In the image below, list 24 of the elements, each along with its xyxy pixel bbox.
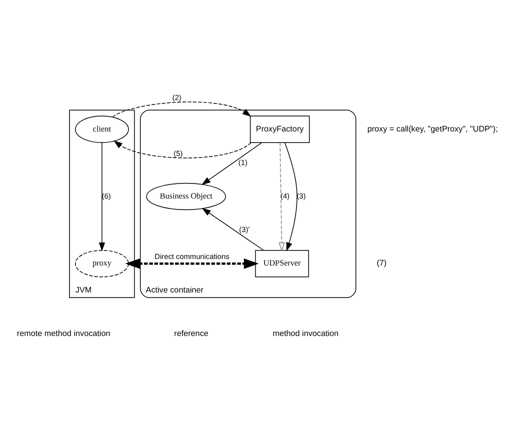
- arrow: [112, 102, 252, 118]
- edge-label: (1): [238, 158, 248, 167]
- edge-label: (2): [172, 92, 182, 102]
- legend-label: remote method invocation: [16, 328, 110, 338]
- node-ellipse: Business Object: [146, 182, 226, 210]
- node-ellipse: proxy: [75, 250, 129, 278]
- arrow: [278, 142, 285, 252]
- node-ellipse: client: [75, 116, 129, 143]
- node-box: ProxyFactory: [250, 116, 310, 143]
- legend-label: reference: [174, 328, 208, 338]
- arrow: [202, 208, 264, 251]
- edge-label: (4): [280, 191, 290, 200]
- label: proxy = call(key, "getProxy", "UDP");: [367, 124, 498, 134]
- legend-label: method invocation: [272, 328, 339, 338]
- arrow: [125, 258, 259, 269]
- node-box: UDPServer: [255, 250, 309, 278]
- arrow: [284, 142, 298, 252]
- edge-label: (5): [174, 148, 183, 158]
- edge-label: Direct communications: [154, 252, 230, 262]
- arrow: [114, 140, 252, 158]
- arrow: [98, 142, 106, 252]
- label: (7): [376, 258, 387, 268]
- arrow: [202, 142, 262, 185]
- edge-label: (3)': [239, 224, 250, 234]
